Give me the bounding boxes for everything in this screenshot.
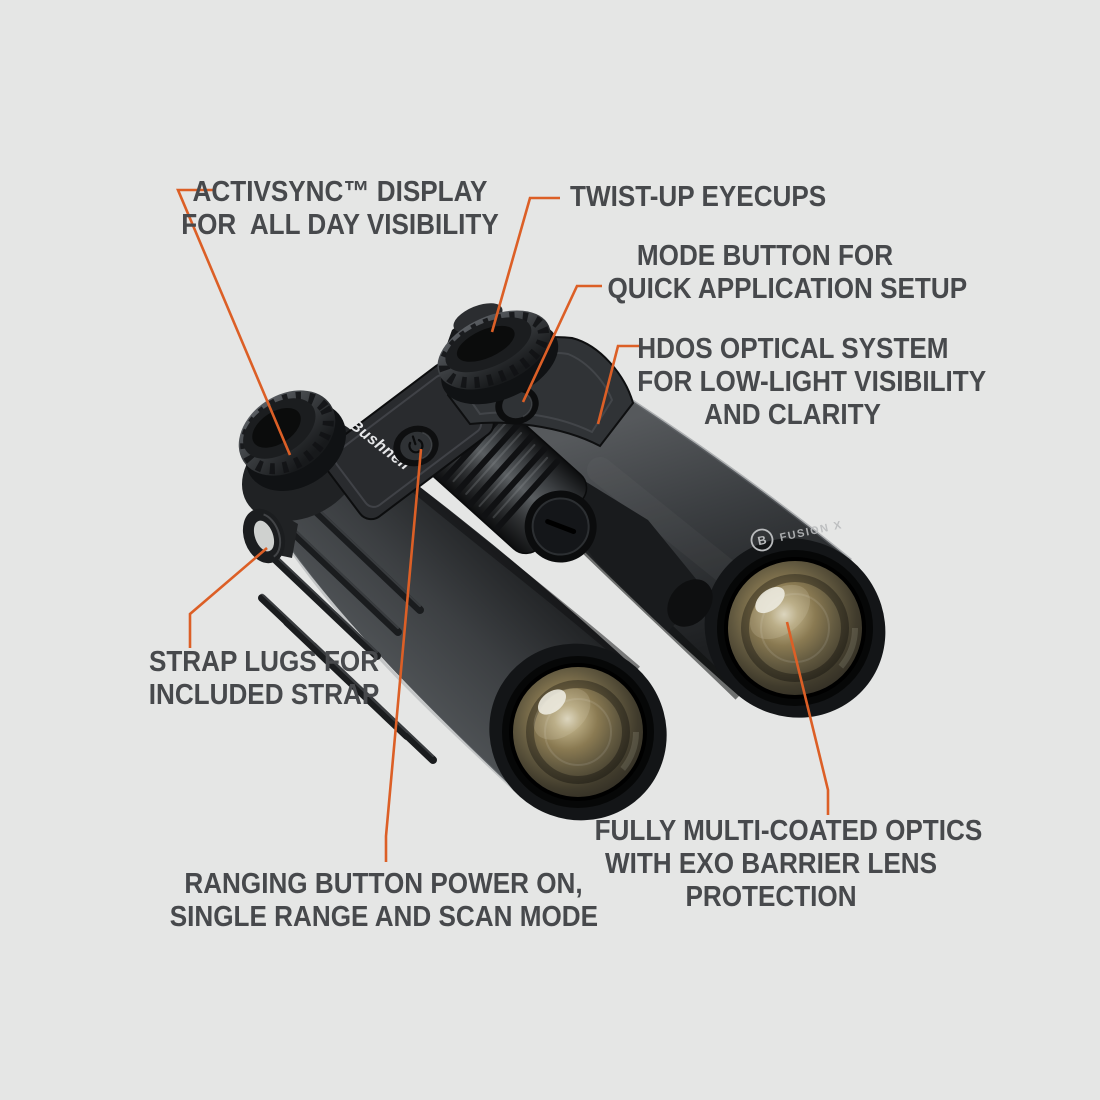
callout-label-activsync-display: ACTIVSYNC™ DISPLAY FOR ALL DAY VISIBILIT… [181,176,499,241]
power-icon [408,435,424,454]
grip-ridges [253,491,437,764]
left-eyecup [238,390,346,492]
callout-label-twist-up-eyecups: TWIST-UP EYECUPS [570,181,827,213]
ranging-button [393,425,439,467]
hinge-bracket [558,475,713,632]
callout-label-strap-lugs: STRAP LUGS FOR INCLUDED STRAP [148,646,380,711]
callout-line-mode-button [521,284,602,403]
right-eyecup [437,310,559,405]
callout-line-ranging-button [384,448,423,862]
callout-lines [176,188,830,862]
callout-label-ranging-button: RANGING BUTTON POWER ON, SINGLE RANGE AN… [169,868,599,933]
callout-label-hdos-optical-system: HDOS OPTICAL SYSTEM FOR LOW-LIGHT VISIBI… [637,333,987,431]
callout-line-strap-lugs [188,547,268,648]
callout-line-fully-multi-coated-optics [785,621,830,815]
callout-line-activsync-display [176,188,292,456]
badge-symbol: B [756,533,768,549]
callout-line-twist-up-eyecups [490,196,560,333]
objective-lens-left [489,643,667,821]
callout-label-mode-button: MODE BUTTON FOR QUICK APPLICATION SETUP [607,240,968,305]
callout-label-fully-multi-coated-optics: FULLY MULTI-COATED OPTICS WITH EXO BARRI… [594,815,983,913]
strap-lug [242,508,298,564]
objective-lens-right [704,538,886,718]
bushnell-b-icon [750,528,774,552]
left-bridge-plate: Bushnell [321,361,495,521]
callout-line-hdos-optical-system [596,344,642,425]
